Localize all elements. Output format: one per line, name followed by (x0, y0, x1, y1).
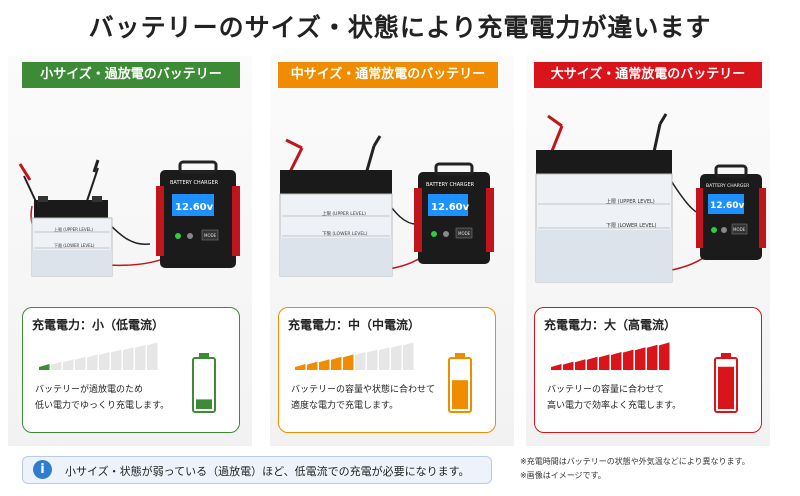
battery-charger-small-scene: BATTERY CHARGER 12.60v MODE (156, 160, 240, 268)
power-level-bar (147, 342, 158, 370)
charger-display-value: 12.60v (175, 202, 214, 213)
battery-level-icon-medium (448, 353, 472, 413)
info-text: 小サイズ・状態が弱っている（過放電）ほど、低電流での充電が必要になります。 (65, 465, 470, 478)
note-image: ※画像はイメージです。 (520, 471, 606, 480)
power-level-bars-small (39, 342, 158, 370)
power-level-bar (99, 352, 110, 370)
power-level-bar (39, 364, 50, 370)
power-level-bar (391, 344, 402, 370)
battery-cap (199, 353, 209, 358)
car-battery-large: 上限 (UPPER LEVEL) 下限 (LOWER LEVEL) (535, 113, 709, 283)
charger-mode-button: MODE (733, 227, 746, 232)
card-medium-desc-line2: 適度な電力で充電します。 (291, 401, 399, 411)
power-level-bar (331, 356, 342, 370)
battery-lower-label: 下限 (LOWER LEVEL) (606, 222, 657, 229)
charger-mode-button: MODE (204, 233, 217, 238)
charger-brand-label: BATTERY CHARGER (170, 180, 219, 186)
car-battery-small: 上限 (UPPER LEVEL) 下限 (LOWER LEVEL) (18, 159, 171, 277)
power-level-bar (623, 349, 634, 370)
scene-medium-battery-charger: 上限 (UPPER LEVEL) 下限 (LOWER LEVEL) BATTER… (279, 135, 494, 277)
power-level-bar (599, 354, 610, 370)
card-large-title: 充電電力：大（高電流） (543, 318, 676, 332)
battery-fill (718, 366, 734, 409)
battery-cap (455, 353, 465, 358)
card-medium-description: バッテリーの容量や状態に合わせて 適度な電力で充電します。 (291, 382, 435, 414)
power-level-bar (635, 347, 646, 370)
battery-cap (721, 353, 731, 358)
power-level-bar (403, 342, 414, 370)
power-level-bar (135, 344, 146, 370)
card-small: 充電電力：小（低電流） バッテリーが過放電のため 低い電力でゆっくり充電します。 (22, 307, 240, 433)
battery-level-icon-small (192, 353, 216, 413)
info-icon: i (33, 460, 52, 479)
charger-mode-button: MODE (458, 231, 471, 236)
power-level-bar (587, 356, 598, 370)
scene-large-battery-charger: 上限 (UPPER LEVEL) 下限 (LOWER LEVEL) BATTER… (535, 113, 766, 283)
charger-brand-label: BATTERY CHARGER (706, 183, 749, 189)
card-large-desc-line1: バッテリーの容量に合わせて (547, 385, 665, 395)
charger-brand-label: BATTERY CHARGER (426, 182, 475, 188)
power-level-bar (307, 361, 318, 370)
card-medium-desc-line1: バッテリーの容量や状態に合わせて (291, 385, 436, 395)
battery-lower-label: 下限 (LOWER LEVEL) (54, 242, 95, 248)
battery-fill (452, 380, 468, 409)
power-level-bars-medium (295, 342, 414, 370)
power-level-bar (319, 359, 330, 370)
power-level-bar (355, 352, 366, 370)
power-level-bar (575, 359, 586, 370)
column-small-header: 小サイズ・過放電のバッテリー (22, 62, 240, 88)
card-small-desc-line1: バッテリーが過放電のため (35, 385, 144, 395)
card-large: 充電電力：大（高電流） バッテリーの容量に合わせて 高い電力で効率よく充電します… (534, 307, 762, 433)
battery-charger-medium-scene: BATTERY CHARGER 12.60v MODE (414, 162, 494, 264)
battery-lower-label: 下限 (LOWER LEVEL) (322, 230, 368, 237)
power-level-bar (51, 361, 62, 370)
battery-fill (196, 399, 212, 409)
card-small-desc-line2: 低い電力でゆっくり充電します。 (35, 401, 170, 411)
card-small-title: 充電電力：小（低電流） (31, 318, 164, 332)
info-banner: i 小サイズ・状態が弱っている（過放電）ほど、低電流での充電が必要になります。 (22, 456, 492, 484)
power-level-bar (647, 344, 658, 370)
card-medium: 充電電力：中（中電流） バッテリーの容量や状態に合わせて 適度な電力で充電します… (278, 307, 496, 433)
card-large-desc-line2: 高い電力で効率よく充電します。 (547, 401, 682, 411)
power-level-bars-large (551, 342, 670, 370)
note-charge-time: ※充電時間はバッテリーの状態や外気温などにより異なります。 (520, 457, 750, 466)
column-large-header: 大サイズ・通常放電のバッテリー (534, 62, 762, 88)
power-level-bar (87, 354, 98, 370)
power-level-bar (659, 342, 670, 370)
power-level-bar (551, 364, 562, 370)
battery-upper-label: 上限 (UPPER LEVEL) (606, 198, 655, 205)
power-level-bar (63, 359, 74, 370)
power-level-bar (123, 347, 134, 370)
battery-upper-label: 上限 (UPPER LEVEL) (54, 226, 93, 232)
card-large-description: バッテリーの容量に合わせて 高い電力で効率よく充電します。 (547, 382, 681, 414)
power-level-bar (75, 356, 86, 370)
card-medium-title: 充電電力：中（中電流） (287, 318, 420, 332)
power-level-bar (295, 364, 306, 370)
charger-display-value: 12.60v (431, 202, 470, 213)
battery-body (192, 357, 216, 413)
page-title: バッテリーのサイズ・状態により充電電力が違います (88, 13, 712, 42)
scene-small-battery-charger: 上限 (UPPER LEVEL) 下限 (LOWER LEVEL) BATTER… (18, 159, 240, 277)
car-battery-medium: 上限 (UPPER LEVEL) 下限 (LOWER LEVEL) (279, 135, 427, 277)
charger-display-value: 12.60v (710, 201, 744, 211)
card-small-description: バッテリーが過放電のため 低い電力でゆっくり充電します。 (35, 382, 169, 414)
power-level-bar (611, 352, 622, 370)
power-level-bar (563, 361, 574, 370)
column-medium-header: 中サイズ・通常放電のバッテリー (278, 62, 498, 88)
battery-level-icon-large (714, 353, 738, 413)
power-level-bar (367, 349, 378, 370)
power-level-bar (379, 347, 390, 370)
battery-upper-label: 上限 (UPPER LEVEL) (322, 210, 366, 217)
power-level-bar (111, 349, 122, 370)
power-level-bar (343, 354, 354, 370)
battery-charger-large-scene: BATTERY CHARGER 12.60v MODE (696, 164, 766, 260)
